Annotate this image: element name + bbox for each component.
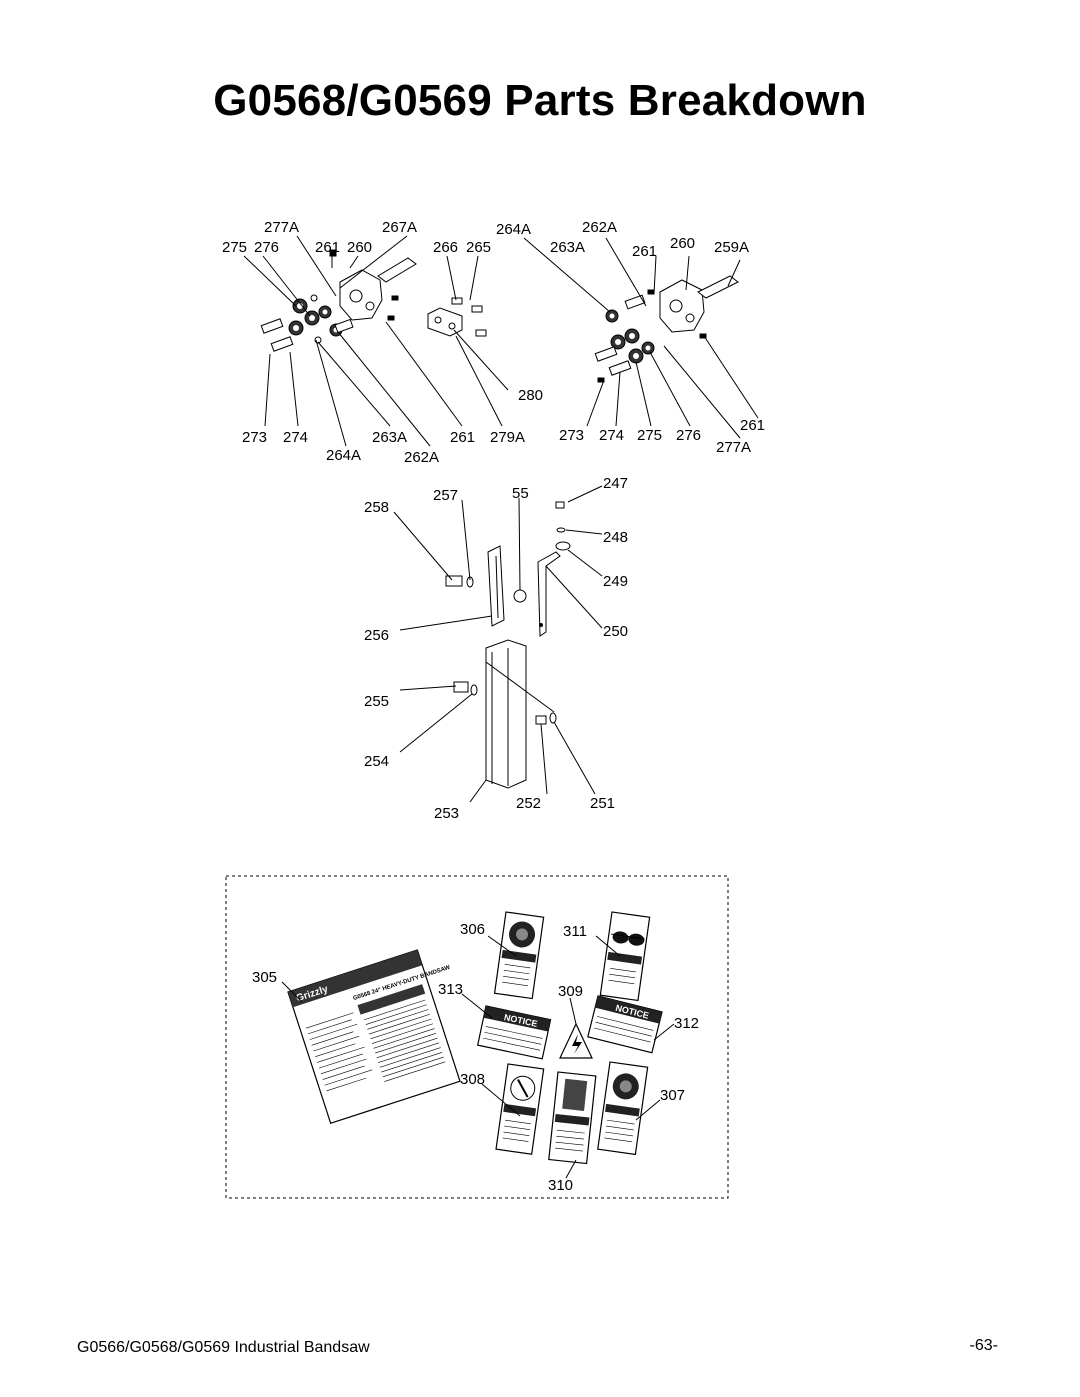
label-260: 260 <box>670 235 695 252</box>
label-255: 255 <box>364 693 389 710</box>
label-261: 261 <box>740 417 765 434</box>
label-259a: 259A <box>714 239 749 256</box>
label-267a: 267A <box>382 219 417 236</box>
label-276: 276 <box>676 427 701 444</box>
label-311: 311 <box>563 923 587 940</box>
footer-page-number: -63- <box>969 1337 998 1354</box>
label-262a: 262A <box>582 219 617 236</box>
label-257: 257 <box>433 487 458 504</box>
label-307: 307 <box>660 1087 685 1104</box>
label-277a: 277A <box>716 439 751 456</box>
label-256: 256 <box>364 627 389 644</box>
label-280: 280 <box>518 387 543 404</box>
label-261: 261 <box>450 429 475 446</box>
top-part-labels: 277A 267A 264A 262A 275 276 261 260 266 … <box>222 219 765 466</box>
label-274: 274 <box>599 427 624 444</box>
label-313: 313 <box>438 981 463 998</box>
upper-guide-assembly-right <box>594 275 739 383</box>
warning-label-306 <box>493 911 545 1000</box>
label-308: 308 <box>460 1071 485 1088</box>
electrical-hazard-label <box>559 1022 593 1059</box>
notice-label-312: NOTICE <box>587 995 663 1054</box>
label-250: 250 <box>603 623 628 640</box>
footer-manual-title: G0566/G0568/G0569 Industrial Bandsaw <box>77 1339 370 1356</box>
label-312: 312 <box>674 1015 699 1032</box>
label-306: 306 <box>460 921 485 938</box>
label-275: 275 <box>637 427 662 444</box>
label-251: 251 <box>590 795 615 812</box>
label-277a: 277A <box>264 219 299 236</box>
label-274: 274 <box>283 429 308 446</box>
page-title: G0568/G0569 Parts Breakdown <box>213 76 867 125</box>
bracket-part <box>427 297 487 337</box>
middle-leader-lines <box>393 485 603 803</box>
blade-guard-assembly <box>445 501 571 789</box>
labels-part-numbers: 306 311 305 313 309 312 308 307 310 <box>252 921 699 1194</box>
label-247: 247 <box>603 475 628 492</box>
notice-label-313: NOTICE <box>476 1005 552 1060</box>
label-261: 261 <box>315 239 340 256</box>
warning-label-308 <box>495 1063 545 1155</box>
label-264a: 264A <box>496 221 531 238</box>
labels-group: Grizzly G0568 24" HEAVY-DUTY BANDSAW <box>287 911 663 1165</box>
label-279a: 279A <box>490 429 525 446</box>
machine-id-label: Grizzly G0568 24" HEAVY-DUTY BANDSAW <box>287 949 461 1125</box>
label-260: 260 <box>347 239 372 256</box>
label-310: 310 <box>548 1177 573 1194</box>
label-276: 276 <box>254 239 279 256</box>
labels-dashed-box <box>225 875 729 1199</box>
label-262a: 262A <box>404 449 439 466</box>
label-263a: 263A <box>550 239 585 256</box>
label-258: 258 <box>364 499 389 516</box>
label-253: 253 <box>434 805 459 822</box>
label-265: 265 <box>466 239 491 256</box>
top-leader-lines <box>243 235 759 447</box>
label-305: 305 <box>252 969 277 986</box>
label-252: 252 <box>516 795 541 812</box>
label-254: 254 <box>364 753 389 770</box>
label-263a: 263A <box>372 429 407 446</box>
label-266: 266 <box>433 239 458 256</box>
labels-leader-lines <box>281 935 675 1179</box>
safety-glasses-label <box>599 911 651 1002</box>
label-248: 248 <box>603 529 628 546</box>
label-273: 273 <box>559 427 584 444</box>
label-273: 273 <box>242 429 267 446</box>
upper-guide-assembly-left <box>260 249 417 352</box>
label-309: 309 <box>558 983 583 1000</box>
label-261: 261 <box>632 243 657 260</box>
warning-label-307 <box>597 1061 649 1156</box>
label-249: 249 <box>603 573 628 590</box>
label-264a: 264A <box>326 447 361 464</box>
warning-label-310 <box>548 1071 597 1165</box>
label-55: 55 <box>512 485 529 502</box>
middle-part-labels: 247 258 257 55 248 249 256 250 255 254 2… <box>364 475 628 822</box>
label-275: 275 <box>222 239 247 256</box>
